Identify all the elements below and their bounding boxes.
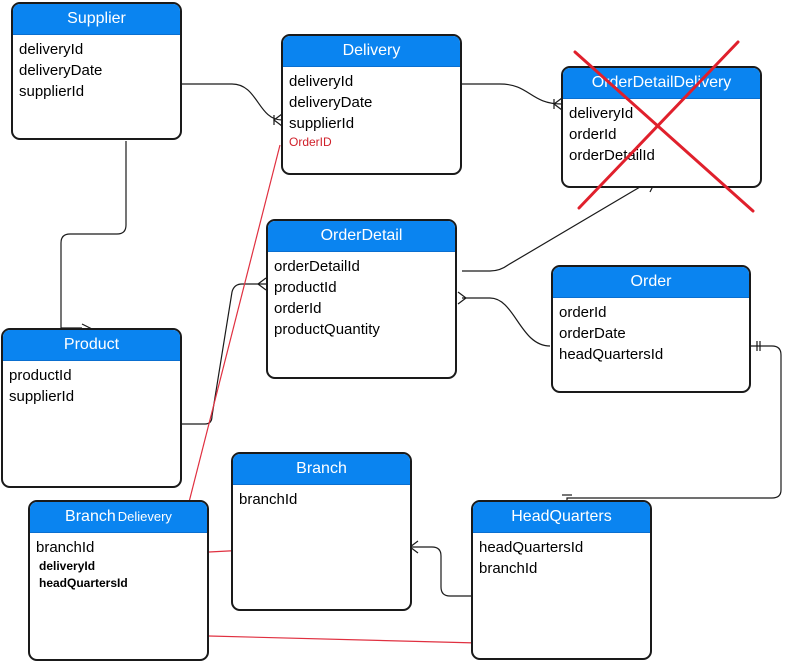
connector-delivery-odd: [462, 83, 563, 105]
entity-title: Delivery: [283, 36, 460, 67]
entity-order-detail-delivery[interactable]: OrderDetailDelivery deliveryId orderId o…: [561, 66, 762, 188]
entity-branch[interactable]: Branch branchId: [231, 452, 412, 611]
entity-order-detail[interactable]: OrderDetail orderDetailId productId orde…: [266, 219, 457, 379]
field: deliveryId: [19, 41, 84, 58]
field: branchId: [239, 491, 298, 508]
entity-product[interactable]: Product productId supplierId: [1, 328, 182, 488]
entity-title: Product: [3, 330, 180, 361]
red-line-branchdelivery-hq: [208, 635, 479, 644]
entity-title: OrderDetail: [268, 221, 455, 252]
field: productId: [274, 279, 337, 296]
field-bold: headQuartersId: [39, 576, 128, 590]
field: branchId: [36, 539, 95, 556]
field: branchId: [479, 560, 538, 577]
field: productId: [9, 367, 72, 384]
crowfoot-orderdetail: [257, 277, 267, 291]
field-bold: deliveryId: [39, 559, 96, 573]
connector-orderdetail-odd: [462, 186, 641, 272]
field: supplierId: [9, 388, 75, 405]
field: headQuartersId: [559, 346, 664, 363]
entity-headquarters[interactable]: HeadQuarters headQuartersId branchId: [471, 500, 652, 660]
connector-product-orderdetail: [182, 283, 266, 425]
entity-supplier[interactable]: Supplier deliveryId deliveryDate supplie…: [11, 2, 182, 140]
field: deliveryId: [569, 105, 634, 122]
field: deliveryId: [289, 73, 354, 90]
connector-orderdetail-order: [462, 297, 551, 347]
entity-order[interactable]: Order orderId orderDate headQuartersId: [551, 265, 751, 393]
entity-title: HeadQuarters: [473, 502, 650, 533]
crowfoot-orderdetail-right: [457, 291, 467, 305]
field: orderDate: [559, 325, 626, 342]
tick-order: [756, 341, 761, 351]
field: deliveryDate: [289, 94, 373, 111]
entity-title: Branch: [233, 454, 410, 485]
field: supplierId: [19, 83, 85, 100]
field: orderId: [559, 304, 607, 321]
entity-delivery[interactable]: Delivery deliveryId deliveryDate supplie…: [281, 34, 462, 175]
field: supplierId: [289, 115, 355, 132]
entity-title-main: Branch: [65, 508, 116, 525]
field: orderId: [274, 300, 322, 317]
connector-hq-branch: [412, 546, 472, 597]
field: headQuartersId: [479, 539, 584, 556]
field: orderId: [569, 126, 617, 143]
field: deliveryDate: [19, 62, 103, 79]
field: orderDetailId: [274, 258, 360, 275]
order-id-annotation: OrderID: [289, 135, 332, 149]
connector-supplier-product: [60, 141, 127, 329]
connector-supplier-delivery: [181, 83, 283, 121]
entity-title-extra: Delievery: [117, 509, 172, 524]
entity-title: OrderDetailDelivery: [563, 68, 760, 99]
entity-title: Supplier: [13, 4, 180, 35]
entity-title: Order: [553, 267, 749, 298]
field: productQuantity: [274, 321, 380, 338]
field: orderDetailId: [569, 147, 655, 164]
